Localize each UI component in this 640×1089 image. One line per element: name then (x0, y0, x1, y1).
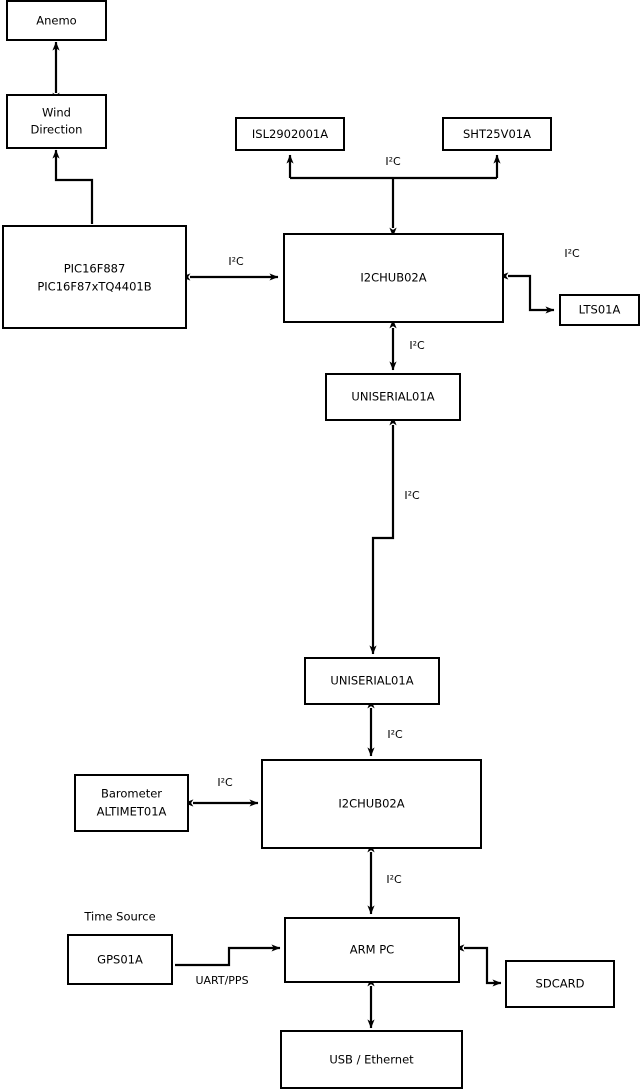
node-usb-ethernet-box[interactable] (280, 1030, 463, 1089)
node-sht25v01a-box[interactable] (442, 117, 552, 151)
node-sht25v01a-label: SHT25V01A (463, 127, 531, 141)
node-pic-mcu-box[interactable] (2, 225, 187, 329)
node-sht25v01a[interactable]: SHT25V01A (442, 117, 552, 151)
node-barometer-box[interactable] (74, 774, 189, 832)
node-isl2902001a-box[interactable] (235, 117, 345, 151)
node-sdcard[interactable]: SDCARD (505, 960, 615, 1008)
edge-label-hubtop-lts: I²C (564, 247, 580, 260)
node-barometer[interactable]: Barometer ALTIMET01A (74, 774, 189, 832)
node-sdcard-box[interactable] (505, 960, 615, 1008)
node-arm-pc-label: ARM PC (350, 943, 394, 957)
node-gps01a-box[interactable] (67, 934, 173, 985)
node-anemo-box[interactable] (6, 0, 107, 41)
edge-hubtop-lts (499, 272, 555, 314)
node-pic-mcu-label-line1: PIC16F887 (64, 262, 126, 276)
node-i2chub02a-bottom-label: I2CHUB02A (338, 797, 404, 811)
node-isl2902001a[interactable]: ISL2902001A (235, 117, 345, 151)
node-arm-pc[interactable]: ARM PC (284, 917, 460, 983)
node-i2chub02a-top-box[interactable] (283, 233, 504, 323)
node-lts01a-box[interactable] (559, 294, 640, 326)
edge-armpc-sdcard (455, 944, 502, 987)
node-lts01a[interactable]: LTS01A (559, 294, 640, 326)
edge-label-hubtop-sensors: I²C (385, 155, 401, 168)
node-barometer-label-line2: ALTIMET01A (97, 805, 167, 819)
node-uniserial01a-top[interactable]: UNISERIAL01A (325, 373, 461, 421)
node-wind-direction-label-line1: Wind (42, 106, 71, 120)
node-wind-direction[interactable]: Wind Direction (6, 94, 107, 149)
node-pic-mcu-label-line2: PIC16F87xTQ4401B (37, 280, 151, 294)
node-uniserial01a-top-label: UNISERIAL01A (351, 390, 434, 404)
node-i2chub02a-top-label: I2CHUB02A (360, 271, 426, 285)
node-uniserial01a-bottom-label: UNISERIAL01A (330, 674, 413, 688)
node-i2chub02a-top[interactable]: I2CHUB02A (283, 233, 504, 323)
node-uniserial01a-top-box[interactable] (325, 373, 461, 421)
node-i2chub02a-bottom-box[interactable] (261, 759, 482, 849)
edge-label-uniserialbot-hubbot: I²C (387, 728, 403, 741)
edge-gps-armpc (175, 944, 281, 967)
node-uniserial01a-bottom[interactable]: UNISERIAL01A (304, 657, 440, 705)
node-sdcard-label: SDCARD (536, 977, 585, 991)
node-uniserial01a-bottom-box[interactable] (304, 657, 440, 705)
node-usb-ethernet[interactable]: USB / Ethernet (280, 1030, 463, 1089)
node-anemo-label: Anemo (36, 14, 76, 28)
label-time-source: Time Source (83, 910, 155, 924)
node-arm-pc-box[interactable] (284, 917, 460, 983)
node-usb-ethernet-label: USB / Ethernet (329, 1053, 414, 1067)
node-lts01a-label: LTS01A (579, 303, 621, 317)
node-gps01a-label: GPS01A (97, 953, 143, 967)
edge-uniserialtop-uniserialbot (369, 416, 397, 655)
edge-label-hubtop-uniserialtop: I²C (409, 339, 425, 352)
node-barometer-label-line1: Barometer (101, 787, 162, 801)
node-wind-direction-box[interactable] (6, 94, 107, 149)
edge-label-hubbot-armpc: I²C (386, 873, 402, 886)
edge-label-uniserial-link: I²C (404, 489, 420, 502)
edge-label-pic-hubtop: I²C (228, 255, 244, 268)
node-anemo[interactable]: Anemo (6, 0, 107, 41)
node-isl2902001a-label: ISL2902001A (252, 127, 328, 141)
node-wind-direction-label-line2: Direction (31, 123, 83, 137)
edge-label-barometer-hubbot: I²C (217, 776, 233, 789)
node-gps01a[interactable]: GPS01A (67, 934, 173, 985)
node-pic-mcu[interactable]: PIC16F887 PIC16F87xTQ4401B (2, 225, 187, 329)
edge-pic-wind (52, 149, 94, 224)
node-i2chub02a-bottom[interactable]: I2CHUB02A (261, 759, 482, 849)
edge-label-gps-armpc: UART/PPS (195, 974, 248, 987)
